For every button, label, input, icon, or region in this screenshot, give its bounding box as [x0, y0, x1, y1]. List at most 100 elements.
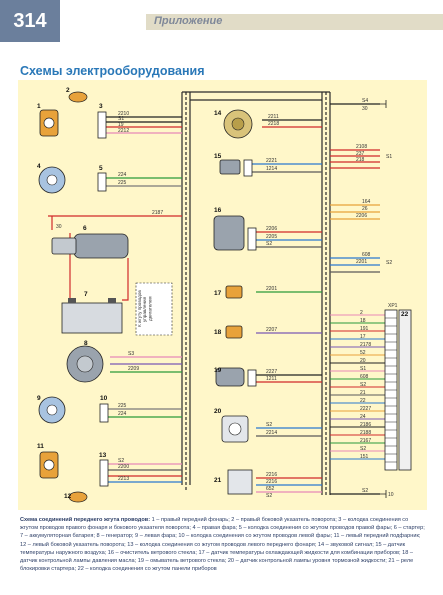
- label-16: 16: [214, 207, 222, 214]
- wiper-motor: [213, 215, 257, 251]
- pin-label: 22: [360, 398, 366, 404]
- label-19: 19: [214, 367, 222, 374]
- label-15: 15: [214, 153, 222, 160]
- wire-label: 2213: [118, 476, 129, 482]
- wire-label: S2: [266, 493, 272, 499]
- wire-label: 19: [118, 122, 124, 128]
- pin-label: 18: [360, 318, 366, 324]
- pin-label: 151: [360, 454, 369, 460]
- header-title: Приложение: [154, 15, 223, 27]
- wire-label: 1211: [266, 376, 277, 382]
- label-22: 22: [401, 311, 409, 318]
- wire-codes: 2210 S1 19 2212 224 225 2187 30 S3 2209 …: [56, 98, 394, 499]
- side-indicator-right: [68, 91, 88, 103]
- wire-label: 26: [362, 206, 368, 212]
- pin-label: 2167: [360, 438, 371, 444]
- wire-label: 164: [362, 199, 371, 205]
- connector-13: [99, 459, 109, 487]
- left-front-lamp: [39, 451, 59, 479]
- wire-label: 2201: [266, 286, 277, 292]
- washer-pump: [215, 367, 257, 387]
- wire-label: S1: [118, 116, 124, 122]
- generator: [66, 345, 104, 383]
- label-6: 6: [83, 225, 87, 232]
- wire-label: 225: [118, 403, 127, 409]
- pin-label: 608: [360, 374, 369, 380]
- connector-10: [99, 403, 109, 423]
- pin-label: 21: [360, 390, 366, 396]
- wire-label: 652: [266, 486, 275, 492]
- wire-label: 224: [118, 411, 127, 417]
- pin-label: 2188: [360, 430, 371, 436]
- connector-22-wires: [330, 314, 385, 460]
- wire-label: S2: [118, 458, 124, 464]
- pin-label: 17: [360, 334, 366, 340]
- pin-label: 20: [360, 358, 366, 364]
- pin-label: 191: [360, 326, 369, 332]
- label-21: 21: [214, 477, 222, 484]
- label-3: 3: [99, 103, 103, 110]
- wire-label: 2218: [268, 121, 279, 127]
- label-8: 8: [84, 340, 88, 347]
- wire-label: 2216: [266, 472, 277, 478]
- label-2: 2: [66, 87, 70, 94]
- label-xp1: XP1: [388, 303, 398, 309]
- ground-terminals: [380, 100, 387, 498]
- starter: [51, 233, 129, 259]
- label-13: 13: [99, 452, 107, 459]
- wire-label: 237: [356, 151, 365, 157]
- wire-label: 2221: [266, 158, 277, 164]
- wire-label: 2205: [266, 234, 277, 240]
- label-4: 4: [37, 163, 41, 170]
- component-numbers: 1 2 3 4 5 6 7 8 9 10 11 12 13 14 15 16 1…: [37, 87, 409, 500]
- pin-label: 52: [360, 350, 366, 356]
- pin-label: 2186: [360, 422, 371, 428]
- wire-label: 224: [118, 172, 127, 178]
- connector-22: [384, 309, 412, 471]
- wire-label: S2: [362, 488, 368, 494]
- wire-label: 30: [56, 224, 62, 230]
- wire-label: 2209: [128, 366, 139, 372]
- brake-fluid-sensor: [221, 415, 249, 443]
- wire-label: 2212: [118, 128, 129, 134]
- wire-label: 2216: [266, 479, 277, 485]
- wire-label: 1214: [266, 166, 277, 172]
- side-indicator-left: [68, 491, 88, 503]
- starter-relay: [227, 469, 253, 495]
- pin-label: 2227: [360, 406, 371, 412]
- label-9: 9: [37, 395, 41, 402]
- right-headlamp: [38, 166, 66, 194]
- far-right-wires: [330, 103, 380, 495]
- label-5: 5: [99, 165, 103, 172]
- label-12: 12: [64, 493, 72, 500]
- header-bar: [146, 14, 443, 30]
- wire-label: 10: [388, 492, 394, 498]
- wire-label: 2206: [356, 213, 367, 219]
- label-7: 7: [84, 291, 88, 298]
- page-number: 314: [0, 0, 60, 42]
- label-20: 20: [214, 408, 222, 415]
- outside-temp-sensor: [219, 159, 253, 177]
- wire-label: S2: [266, 422, 272, 428]
- wire-label: 2207: [266, 327, 277, 333]
- pin-label: 2: [360, 310, 363, 316]
- harness-trunk: [181, 91, 331, 495]
- label-10: 10: [100, 395, 108, 402]
- pin-label: 24: [360, 414, 366, 420]
- pin-label: S2: [360, 382, 366, 388]
- wire-label: S3: [128, 351, 134, 357]
- wire-label: 30: [362, 106, 368, 112]
- pin-label: S1: [360, 366, 366, 372]
- horn: [223, 109, 253, 139]
- wire-label: 218: [356, 157, 365, 163]
- wire-label: 2108: [356, 144, 367, 150]
- right-wires: [252, 119, 322, 493]
- engine-harness-box-label: К жгуту проводов управления двигателем: [137, 290, 153, 328]
- coolant-temp-sensor: [225, 285, 243, 299]
- connector-22-pin-labels: 2181911721785220S1608S221222227242186218…: [360, 310, 371, 460]
- wire-label: S1: [386, 154, 392, 160]
- wire-label: 608: [362, 252, 371, 258]
- wire-label: S4: [362, 98, 368, 104]
- pin-label: S2: [360, 446, 366, 452]
